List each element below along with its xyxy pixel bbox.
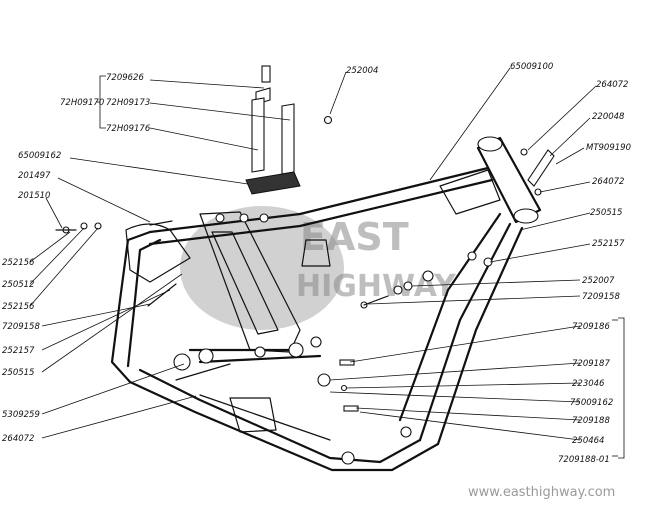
label-264072-top: 264072 [596,80,628,90]
label-7209626: 7209626 [106,73,144,83]
label-264072-mid: 264072 [592,177,624,187]
label-250464: 250464 [572,436,604,446]
label-mt909190: MT909190 [586,143,631,153]
label-264072-bottom: 264072 [2,434,34,444]
label-72h09170: 72H09170 [60,98,104,108]
part-labels: 7209626 72H09170 72H09173 72H09176 25200… [2,62,631,465]
label-250512: 250512 [2,280,34,290]
label-5309259: 5309259 [2,410,40,420]
label-7209188-01: 7209188-01 [558,455,610,465]
label-65009100: 65009100 [510,62,553,72]
label-252156-a: 252156 [2,258,35,268]
label-65009162: 65009162 [18,151,61,161]
frame-drawing [110,136,542,472]
label-252157-left: 252157 [2,346,35,356]
seat-parts [245,65,301,195]
label-72h09173: 72H09173 [106,98,150,108]
label-7209158-right: 7209158 [582,292,620,302]
leader-lines [29,67,625,459]
website-watermark: www.easthighway.com [468,485,615,500]
watermark: EAST HIGHWAY [180,206,457,330]
label-72h09176: 72H09176 [106,124,151,134]
label-250515-right: 250515 [590,208,622,218]
label-250515-left: 250515 [2,368,34,378]
label-7209186: 7209186 [572,322,610,332]
label-75009162: 75009162 [570,398,613,408]
label-252004: 252004 [346,66,378,76]
label-252156-b: 252156 [2,302,35,312]
label-7209187: 7209187 [572,359,610,369]
label-201510: 201510 [18,191,50,201]
label-252157-right: 252157 [592,239,625,249]
label-220048: 220048 [592,112,625,122]
label-201497: 201497 [18,171,51,181]
label-223046: 223046 [572,379,605,389]
label-7209158-left: 7209158 [2,322,40,332]
label-7209188: 7209188 [572,416,610,426]
label-252007: 252007 [582,276,615,286]
loose-parts [55,115,555,412]
